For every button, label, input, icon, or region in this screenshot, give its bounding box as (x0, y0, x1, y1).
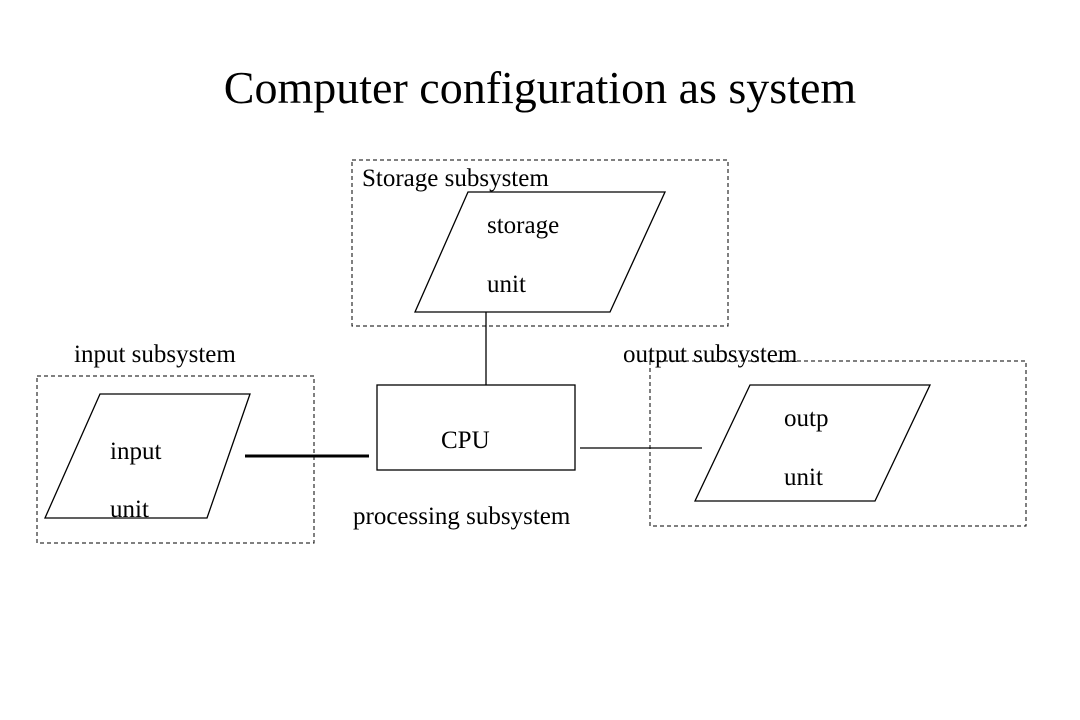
output-unit-shape (693, 384, 932, 502)
input-subsystem-label: input subsystem (74, 341, 236, 368)
cpu-label: CPU (441, 427, 490, 454)
output-subsystem-label: output subsystem (623, 341, 798, 368)
storage-unit-label-line2: unit (487, 271, 526, 298)
diagram-title: Computer configuration as system (223, 62, 857, 113)
processing-subsystem-label: processing subsystem (353, 503, 571, 530)
output-subsystem-boundary (649, 360, 1027, 527)
output-unit-label-line1: outp (784, 405, 829, 432)
storage-subsystem-boundary (351, 159, 729, 327)
input-unit-shape (44, 393, 251, 519)
output-unit-label-line2: unit (784, 464, 823, 491)
input-unit-label-line1: input (110, 438, 162, 465)
storage-unit-label-line1: storage (487, 212, 560, 239)
cpu-box (376, 384, 576, 471)
storage-unit-shape (414, 191, 667, 313)
input-unit-label-line2: unit (110, 496, 149, 523)
input-subsystem-boundary (36, 375, 315, 544)
storage-subsystem-label: Storage subsystem (362, 165, 549, 192)
